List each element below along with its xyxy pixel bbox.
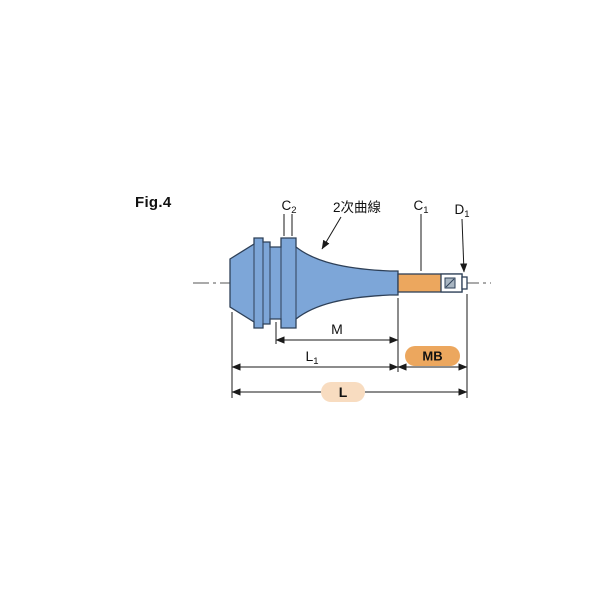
dim-label-m: M [331, 321, 343, 337]
d1-arrow [460, 218, 468, 273]
l-badge [321, 382, 365, 402]
d1-label: D1 [454, 202, 469, 220]
mb-badge [405, 346, 460, 366]
callouts: C2 2次曲線 C1 D1 [281, 198, 470, 273]
c2-base: C [281, 198, 291, 213]
figure-label: Fig.4 [135, 194, 172, 211]
curve-arrow [321, 216, 342, 250]
c1-sub: 1 [423, 205, 428, 216]
c1-label: C1 [413, 198, 428, 216]
holder-body [229, 237, 399, 329]
dim-label-mb: MB [422, 349, 442, 364]
c2-sub: 2 [291, 205, 296, 216]
l1-base: L [305, 348, 313, 364]
c1-base: C [413, 198, 423, 213]
dimensions: M L1 MB L [231, 294, 468, 402]
set-screw-hatch [445, 278, 455, 288]
d1-base: D [454, 202, 464, 217]
dim-label-l1: L1 [305, 348, 318, 367]
shank-tip [461, 276, 468, 290]
d1-sub: 1 [464, 209, 469, 220]
l1-sub: 1 [313, 356, 318, 367]
dim-label-l: L [339, 384, 348, 400]
straight-shank [397, 273, 468, 293]
c2-label: C2 [281, 198, 296, 216]
curve-label: 2次曲線 [333, 200, 382, 215]
